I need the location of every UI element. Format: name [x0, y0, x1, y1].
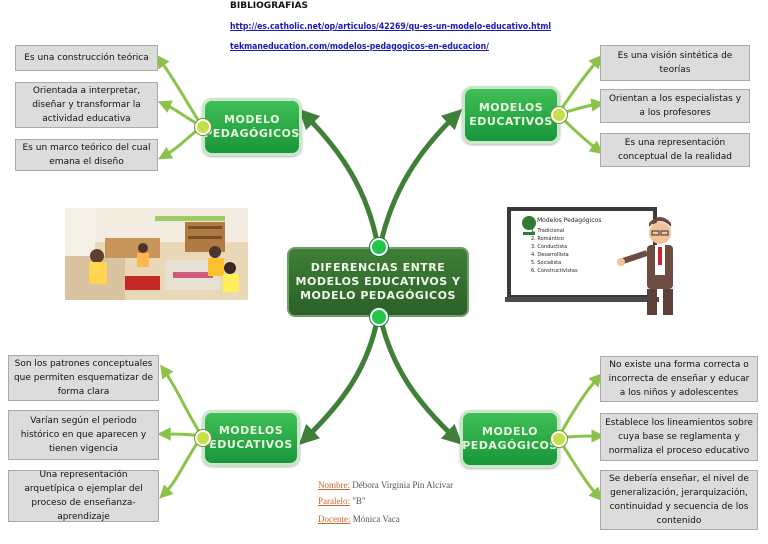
box-varian-periodo: Varían según el periodo histórico en que… [8, 410, 159, 460]
box-representacion-conceptual: Es una representación conceptual de la r… [600, 133, 750, 167]
connector-dot-top-right [551, 107, 567, 123]
author-paralelo: Paralelo: "B" [318, 496, 366, 506]
branch-bottom-left [298, 315, 381, 445]
teacher-board-illustration: Modelos Pedagógicos 1. Tradicional 2. Ro… [505, 205, 695, 319]
connector-dot-top-left [195, 119, 211, 135]
bibliography-link-2[interactable]: tekmaneducation.com/modelos-pedagogicos-… [230, 42, 489, 52]
board-item-3: 3. Conductista [531, 244, 568, 250]
board-item-6: 6. Constructivistas [531, 268, 578, 274]
box-marco-teorico: Es un marco teórico del cual emana el di… [15, 139, 158, 171]
box-construccion-teorica: Es una construcción teórica [15, 45, 158, 71]
box-no-existe-forma: No existe una forma correcta o incorrect… [600, 356, 758, 402]
board-item-4: 4. Desarrollista [531, 252, 569, 258]
box-orientan-especialistas: Orientan a los especialistas y a los pro… [600, 89, 750, 123]
box-deberia-ensenar: Se debería enseñar, el nivel de generali… [600, 470, 758, 530]
box-orientada-interpretar: Orientada a interpretar, diseñar y trans… [15, 82, 158, 128]
box-patrones-conceptuales: Son los patrones conceptuales que permit… [8, 355, 159, 401]
board-item-1: 1. Tradicional [531, 228, 565, 234]
author-name: Nombre: Débora Virginia Pin Alcivar [318, 480, 454, 490]
central-topic: DIFERENCIAS ENTRE MODELOS EDUCATIVOS Y M… [287, 247, 469, 317]
connector-dot-bottom-right [551, 431, 567, 447]
box-establece-lineamientos: Establece los lineamientos sobre cuya ba… [600, 413, 758, 461]
branch-top-right [377, 109, 463, 248]
box-vision-sintetica: Es una visión sintética de teorías [600, 45, 750, 81]
bibliography-title: BIBLIOGRAFIAS [230, 1, 309, 11]
board-item-2: 2. Romántico [531, 236, 564, 242]
connector-dot-bottom-left [195, 430, 211, 446]
branch-bottom-right [377, 315, 463, 445]
bibliography-link-1[interactable]: http://es.catholic.net/op/articulos/4226… [230, 22, 552, 32]
box-representacion-arquetipica: Una representación arquetípica o ejempla… [8, 470, 159, 522]
board-title: Modelos Pedagógicos [537, 217, 602, 224]
author-docente: Docente: Mónica Vaca [318, 514, 400, 524]
classroom-photo [65, 208, 248, 300]
connector-dot-central-top [370, 238, 388, 256]
branch-top-left [298, 108, 381, 248]
connector-dot-central-bottom [370, 308, 388, 326]
board-item-5: 5. Socialista [531, 260, 562, 266]
